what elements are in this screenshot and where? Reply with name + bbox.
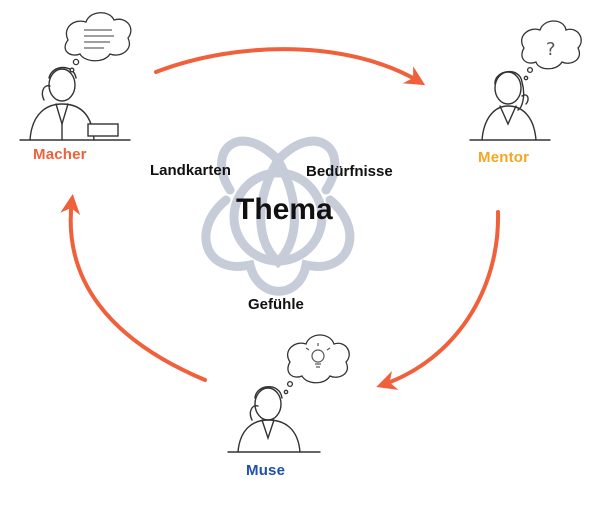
muse-person-icon — [227, 386, 321, 453]
arrow-mentor-to-muse — [376, 210, 501, 390]
macher-thought-cloud — [64, 12, 132, 73]
mentor-thought-cloud: ? — [521, 20, 582, 81]
topic-gefuehle: Gefühle — [248, 296, 304, 313]
topic-landkarten: Landkarten — [150, 162, 231, 179]
center-title: Thema — [236, 193, 333, 226]
role-label-macher: Macher — [33, 146, 87, 163]
muse-thought-cloud — [283, 334, 350, 395]
notes-icon — [84, 29, 114, 49]
macher-person-icon — [19, 66, 131, 141]
mentor-person-icon — [469, 71, 551, 141]
topic-beduerfnisse: Bedürfnisse — [306, 163, 393, 180]
role-label-mentor: Mentor — [478, 149, 530, 166]
arrow-muse-to-macher — [60, 194, 207, 382]
light-bulb-icon — [305, 343, 331, 368]
arrow-macher-to-mentor — [154, 47, 426, 86]
question-mark-icon: ? — [546, 39, 556, 60]
knot-background-icon — [201, 136, 355, 296]
role-label-muse: Muse — [246, 462, 286, 479]
